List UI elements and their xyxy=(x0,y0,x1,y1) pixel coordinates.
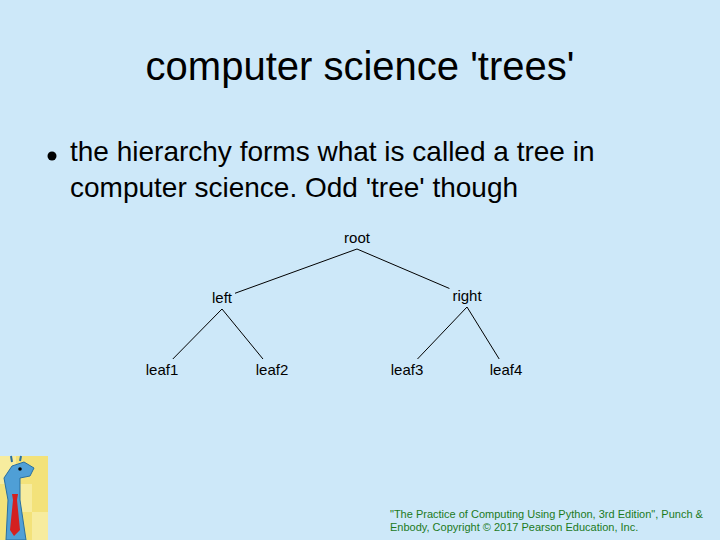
tree-edge xyxy=(222,309,263,359)
slide-title: computer science 'trees' xyxy=(0,44,720,89)
tree-node: leaf3 xyxy=(388,359,427,381)
node-label: leaf4 xyxy=(490,361,523,378)
bullet-dot xyxy=(48,152,57,161)
giraffe-logo xyxy=(0,456,48,540)
node-label: leaf2 xyxy=(256,361,289,378)
copyright-footer: "The Practice of Computing Using Python,… xyxy=(390,508,716,534)
tree-edge xyxy=(235,249,357,293)
tree-edge xyxy=(357,249,449,288)
tree-node: leaf2 xyxy=(253,359,292,381)
edge-line xyxy=(467,307,499,359)
edge-line xyxy=(357,249,449,288)
node-label: right xyxy=(452,287,481,304)
tree-node: leaf4 xyxy=(487,359,526,381)
tree-edge xyxy=(173,309,222,359)
edge-line xyxy=(235,249,357,293)
tree-node: left xyxy=(209,287,235,309)
node-label: root xyxy=(344,229,370,246)
bullet-text: the hierarchy forms what is called a tre… xyxy=(70,134,700,206)
node-label: left xyxy=(212,289,232,306)
node-label: leaf3 xyxy=(391,361,424,378)
node-label: leaf1 xyxy=(146,361,179,378)
edge-line xyxy=(417,307,467,359)
edge-line xyxy=(222,309,263,359)
tree-edge xyxy=(417,307,467,359)
tree-edge xyxy=(467,307,499,359)
tree-node: leaf1 xyxy=(143,359,182,381)
tree-node: right xyxy=(449,285,484,307)
edge-line xyxy=(173,309,222,359)
tree-node: root xyxy=(341,227,373,249)
